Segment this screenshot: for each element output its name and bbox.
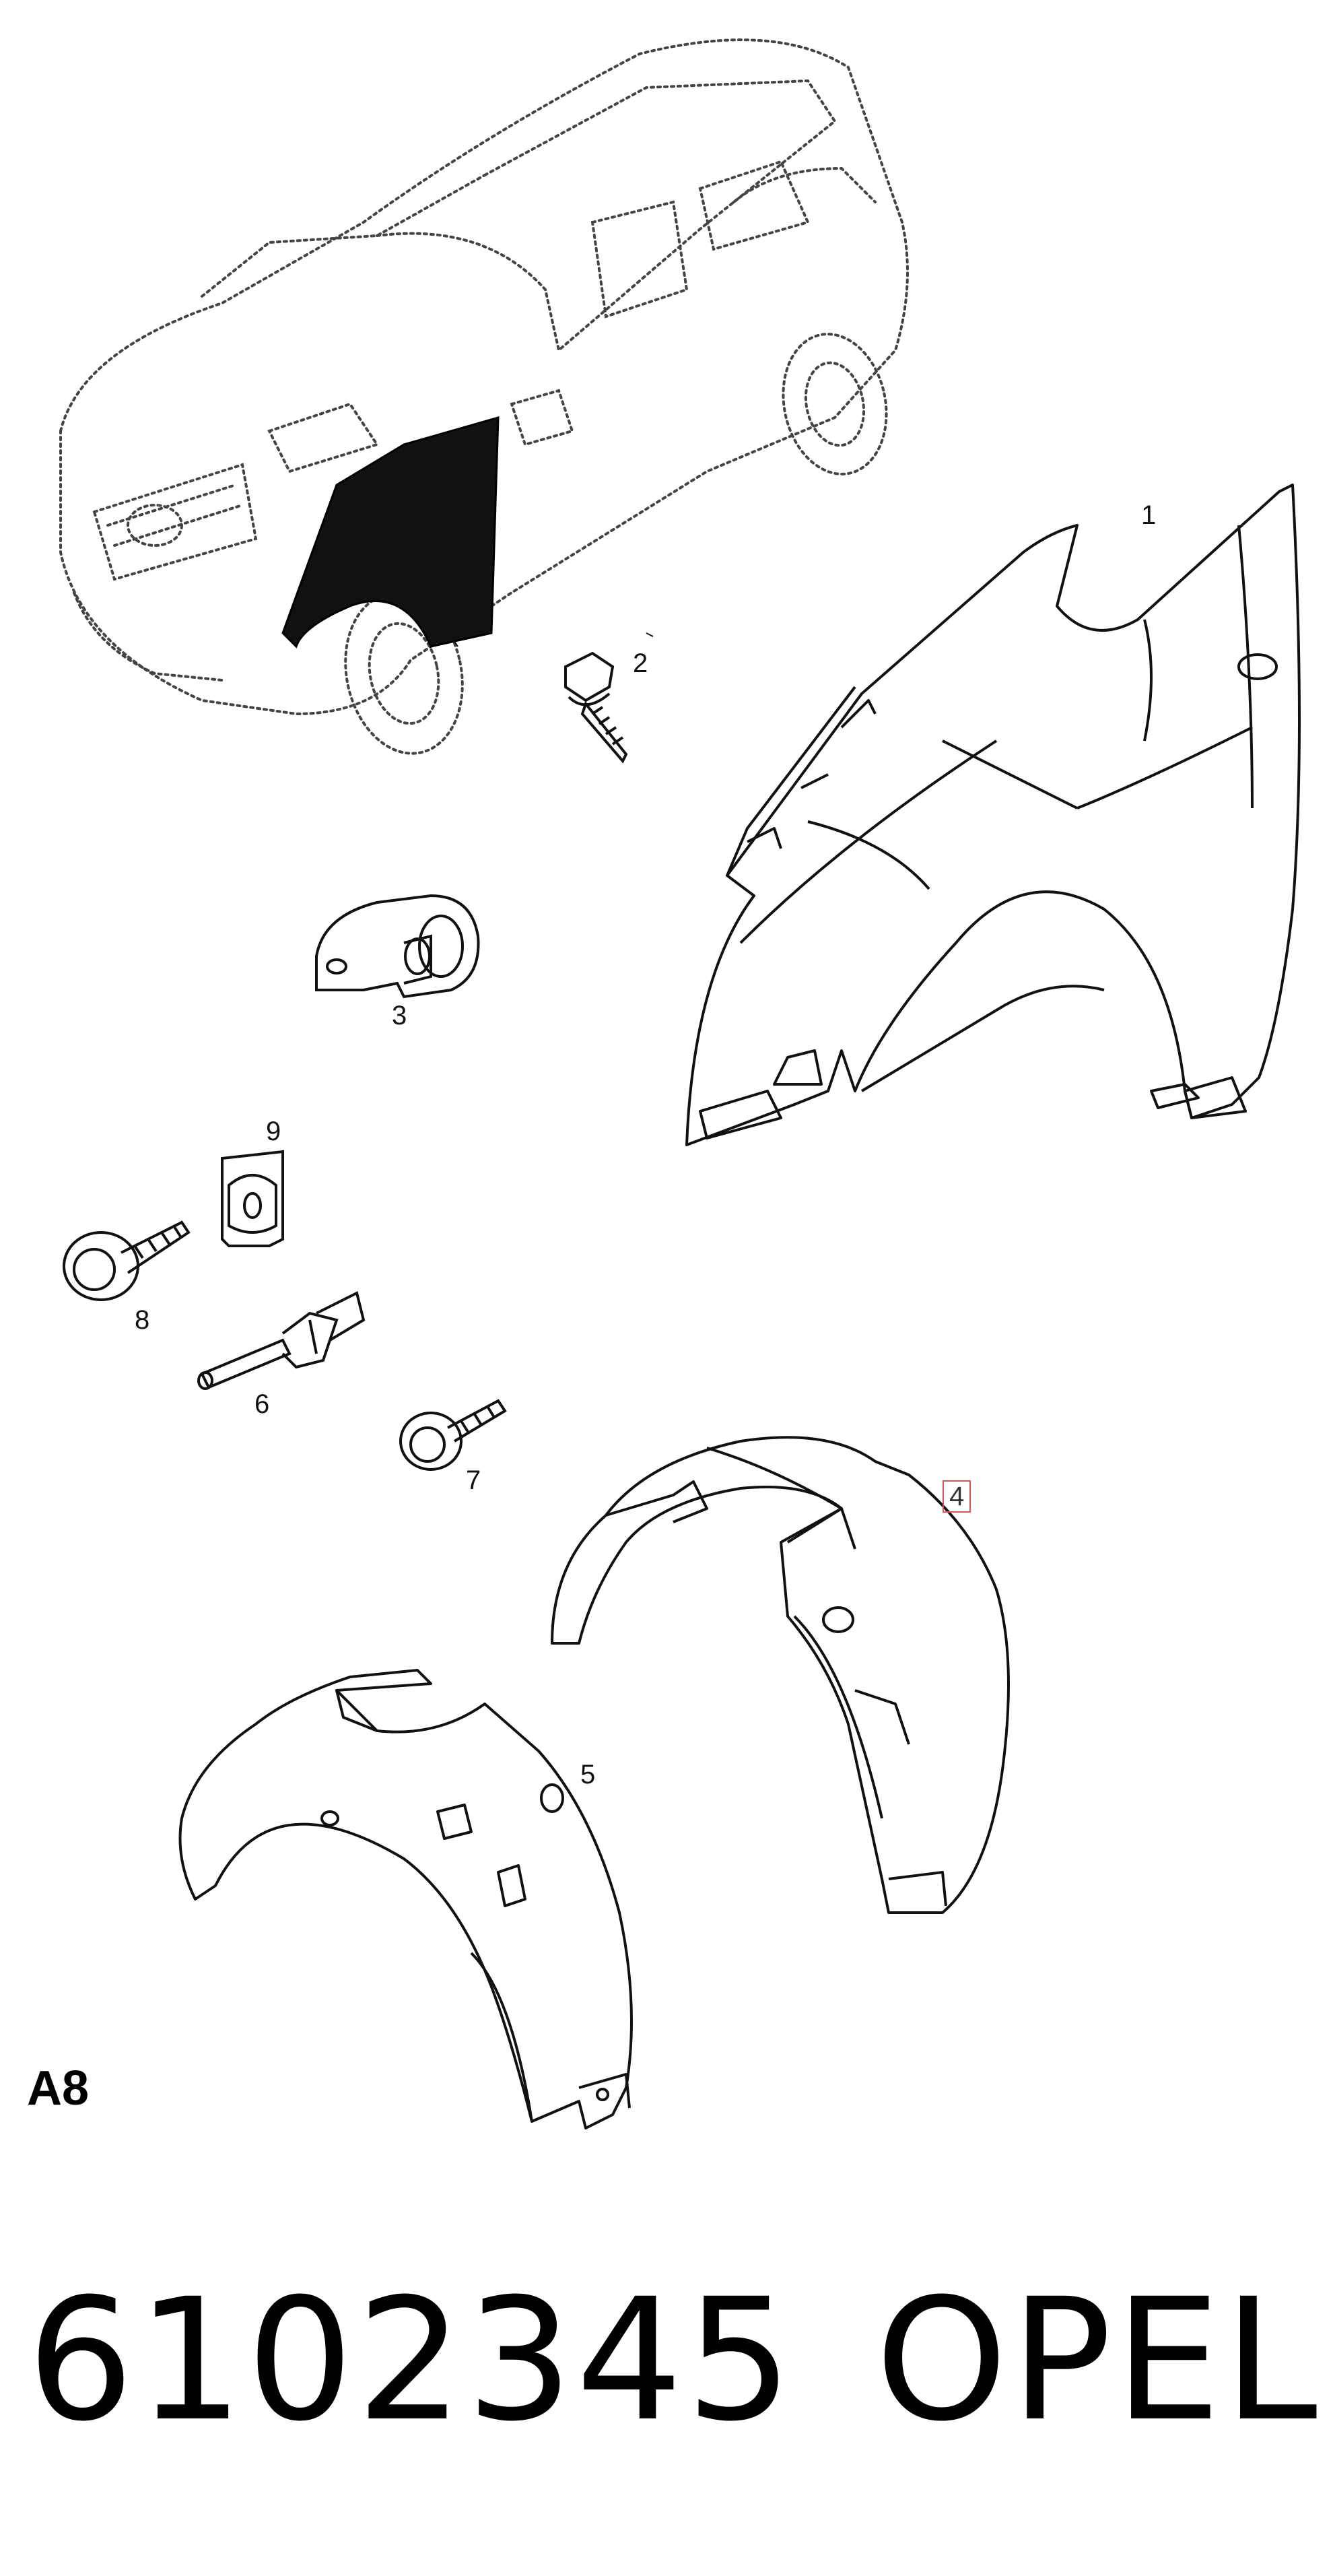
callout-1: 1: [1141, 500, 1157, 530]
car-outline: [59, 38, 909, 755]
brand-name: OPEL: [875, 2262, 1320, 2458]
callout-7: 7: [466, 1465, 481, 1495]
callout-2: 2: [633, 649, 648, 678]
bracket-part: [315, 894, 480, 999]
callout-3: 3: [392, 1001, 407, 1030]
callout-6: 6: [254, 1389, 270, 1419]
front-fender-part: [685, 484, 1301, 1146]
callout-4: 4: [943, 1480, 971, 1513]
highlighted-fender: [281, 416, 500, 649]
callout-9: 9: [266, 1117, 281, 1146]
screw-washer-part-small: [399, 1399, 507, 1471]
screw-washer-part: [63, 1220, 191, 1301]
part-number: 6102345: [27, 2262, 796, 2458]
wheel-arch-liner-front: [551, 1436, 1010, 1914]
leader-lines: [444, 626, 654, 647]
clip-nut-part: [221, 1150, 284, 1247]
callout-5: 5: [580, 1760, 596, 1789]
wheel-arch-liner-rear: [178, 1669, 633, 2129]
push-rivet-part: [197, 1291, 366, 1390]
callout-8: 8: [135, 1305, 150, 1335]
bolt-part: [564, 651, 628, 764]
section-code: A8: [27, 2061, 90, 2115]
